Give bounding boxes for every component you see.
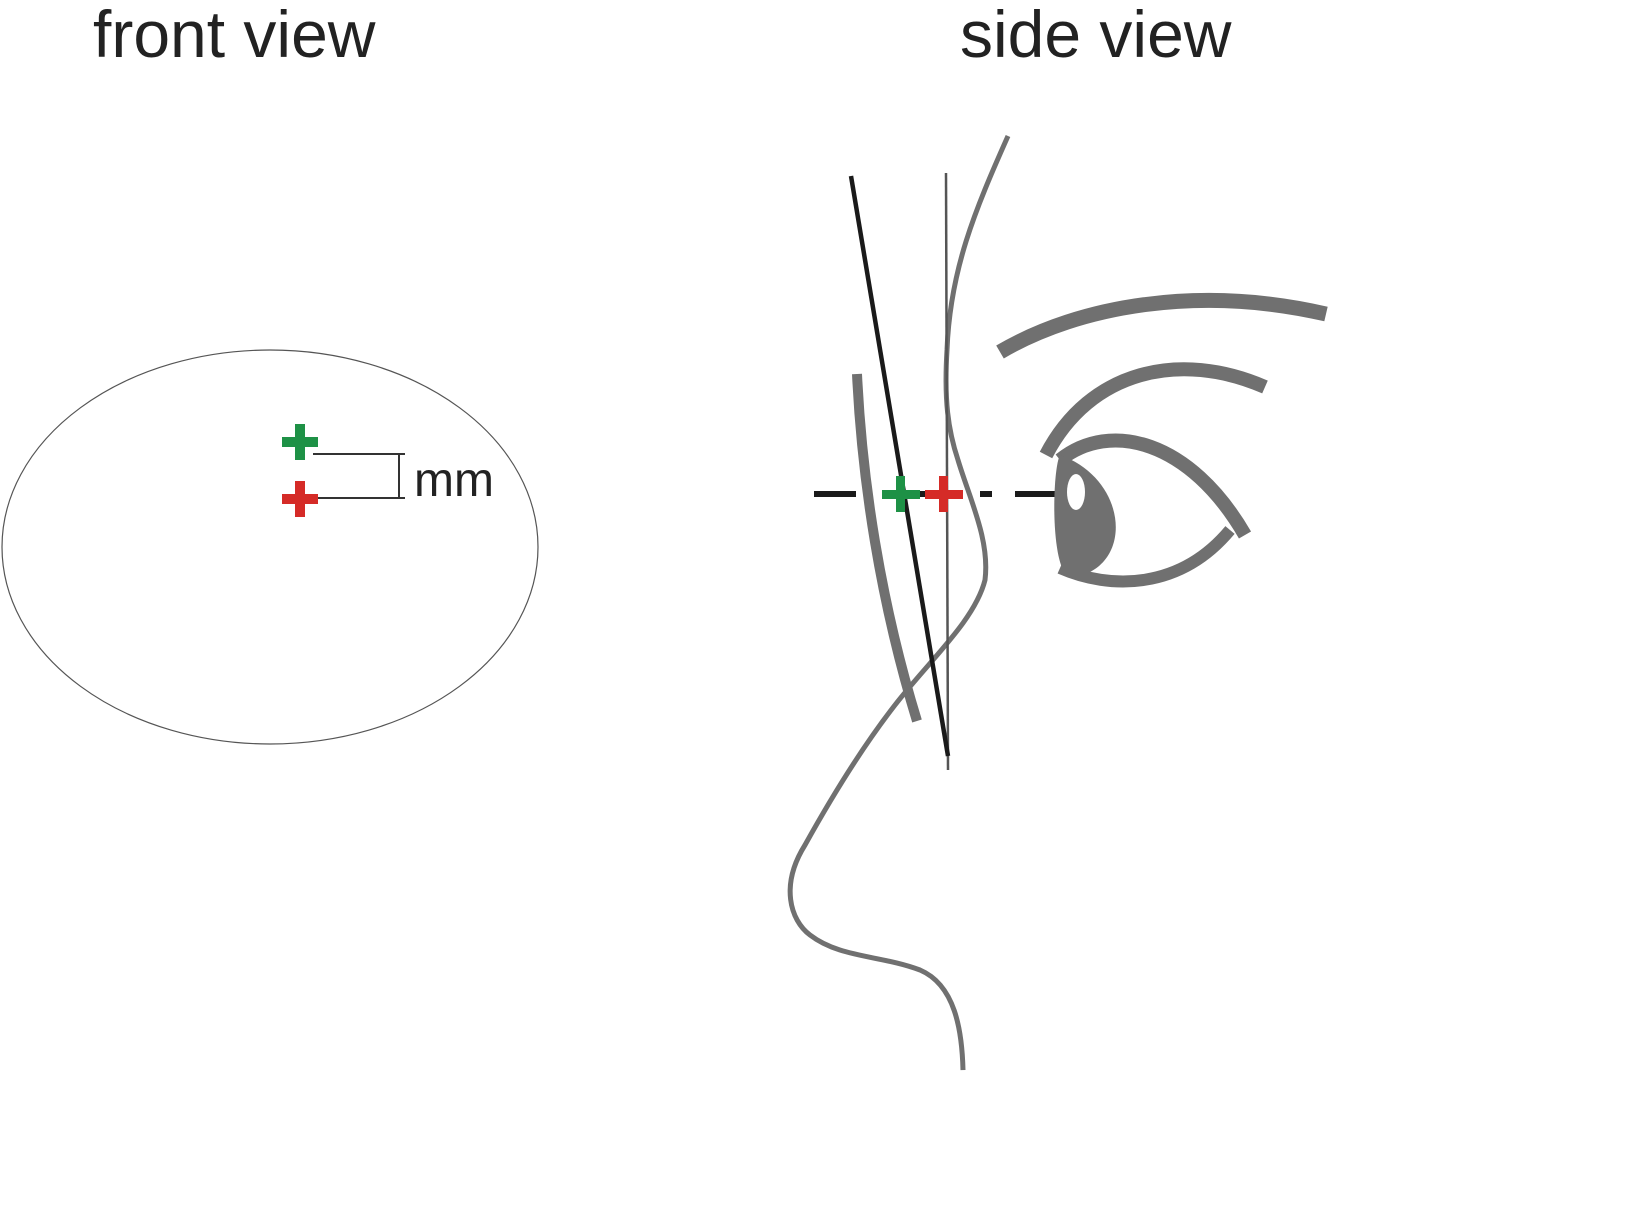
eyelid-crease: [1039, 362, 1268, 459]
measurement-unit-label: mm: [414, 454, 494, 507]
dimension-bracket: [313, 453, 405, 499]
green-cross-icon: [282, 424, 318, 460]
lens-profile-curve: [852, 373, 922, 723]
red-cross-icon: [925, 476, 963, 512]
side-view-panel: side view: [787, 0, 1328, 1071]
front-view-title: front view: [93, 0, 376, 71]
eyebrow-icon: [996, 292, 1328, 359]
nose-profile-icon: [787, 134, 1011, 1071]
side-view-title: side view: [960, 0, 1232, 71]
front-view-panel: front view mm: [1, 0, 539, 745]
lens-tilt-line: [848, 175, 951, 757]
vertical-reference-line: [944, 172, 950, 771]
eye-icon: [1054, 433, 1252, 588]
green-cross-icon: [882, 476, 920, 512]
red-cross-icon: [282, 481, 318, 517]
lens-outline: [1, 349, 539, 745]
